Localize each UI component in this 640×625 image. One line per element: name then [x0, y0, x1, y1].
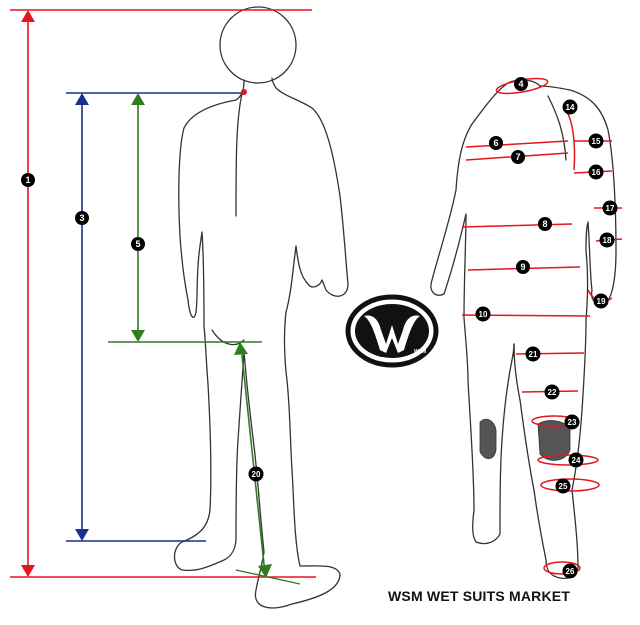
- knee-pad-left: [479, 418, 497, 459]
- svg-text:19: 19: [597, 297, 606, 306]
- back-view-markers: 1 3 5 20: [21, 173, 264, 482]
- marker-22: 22: [544, 384, 560, 400]
- svg-text:24: 24: [572, 456, 581, 465]
- marker-18: 18: [599, 232, 615, 248]
- marker-20: 20: [248, 466, 264, 482]
- knee-pad-right: [537, 420, 571, 461]
- inseam-arrow-line: [240, 345, 266, 575]
- svg-text:23: 23: [568, 418, 577, 427]
- marker-3: 3: [75, 211, 89, 225]
- logo-letters: WSM: [414, 349, 426, 355]
- svg-text:18: 18: [603, 236, 612, 245]
- height-arrow-top: [21, 10, 35, 22]
- marker-15: 15: [588, 133, 604, 149]
- svg-text:5: 5: [135, 239, 140, 249]
- svg-text:15: 15: [592, 137, 601, 146]
- back-body-outline: [173, 77, 349, 609]
- below-knee-ring: [537, 454, 599, 466]
- nape-arrow-bottom: [75, 529, 89, 541]
- wsm-logo: WSM: [345, 294, 439, 368]
- front-view-measurements: [461, 77, 623, 575]
- svg-text:16: 16: [592, 168, 601, 177]
- svg-text:10: 10: [479, 310, 488, 319]
- nape-arrow-top: [75, 93, 89, 105]
- marker-24: 24: [568, 452, 584, 468]
- back-length-arrow-top: [131, 93, 145, 105]
- ankle-guide: [235, 569, 301, 585]
- svg-text:17: 17: [606, 204, 615, 213]
- marker-23: 23: [564, 414, 580, 430]
- marker-21: 21: [525, 346, 541, 362]
- svg-text:7: 7: [515, 152, 520, 162]
- marker-14: 14: [562, 99, 578, 115]
- svg-text:1: 1: [25, 175, 30, 185]
- chest-line: [465, 140, 569, 148]
- marker-10: 10: [475, 306, 491, 322]
- ankle-ring: [543, 561, 581, 575]
- marker-9: 9: [516, 260, 530, 274]
- marker-17: 17: [602, 200, 618, 216]
- front-shoulder-seam: [547, 95, 567, 161]
- marker-19: 19: [593, 293, 609, 309]
- svg-text:14: 14: [566, 103, 575, 112]
- inseam-arrow-top: [234, 342, 248, 355]
- height-arrow-bottom: [21, 565, 35, 577]
- front-body-outline: [430, 85, 617, 580]
- marker-26: 26: [562, 563, 578, 579]
- marker-4: 4: [514, 77, 528, 91]
- brand-caption: WSM WET SUITS MARKET: [388, 588, 571, 604]
- back-view-measurements: [10, 9, 316, 585]
- marker-1: 1: [21, 173, 35, 187]
- svg-text:26: 26: [566, 567, 575, 576]
- inseam-arrow-bottom: [258, 564, 272, 578]
- back-spine-seam: [235, 93, 243, 217]
- front-view-markers: 4 14 6 15 7 16 17 8 18 9 19 10 21 22 23 …: [475, 77, 618, 579]
- marker-5: 5: [131, 237, 145, 251]
- nape-point: [241, 89, 247, 95]
- svg-text:21: 21: [529, 350, 538, 359]
- marker-7: 7: [511, 150, 525, 164]
- svg-text:4: 4: [518, 79, 523, 89]
- knee-pads: [479, 418, 571, 461]
- back-head: [219, 6, 297, 84]
- svg-text:25: 25: [559, 482, 568, 491]
- back-view-figure: [173, 6, 349, 609]
- logo-w-mark: [364, 315, 420, 353]
- marker-6: 6: [489, 136, 503, 150]
- marker-8: 8: [538, 217, 552, 231]
- svg-text:9: 9: [520, 262, 525, 272]
- back-length-arrow-bottom: [131, 330, 145, 342]
- svg-text:20: 20: [252, 470, 261, 479]
- svg-text:6: 6: [493, 138, 498, 148]
- marker-16: 16: [588, 164, 604, 180]
- shoulder-arc: [563, 107, 576, 171]
- marker-25: 25: [555, 478, 571, 494]
- waist-line: [461, 223, 573, 228]
- svg-text:3: 3: [79, 213, 84, 223]
- calf-ring: [540, 478, 600, 492]
- svg-text:22: 22: [548, 388, 557, 397]
- svg-text:8: 8: [542, 219, 547, 229]
